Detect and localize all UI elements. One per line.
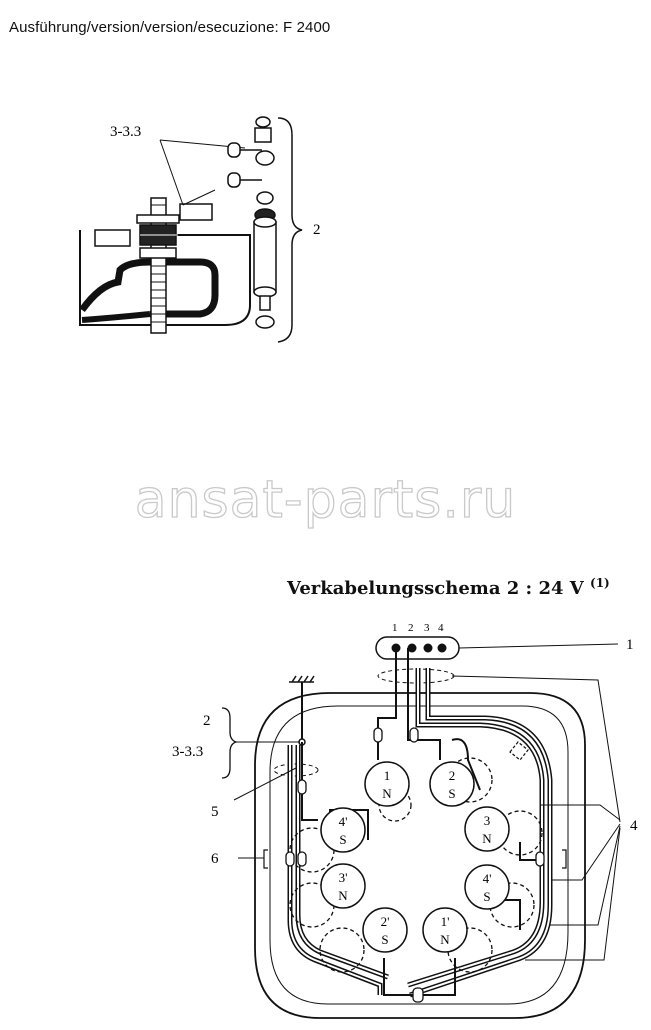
- mount-label-part: 3-3.3: [110, 124, 141, 140]
- pole-4-id: 4': [483, 871, 492, 886]
- callout-1: 1: [626, 637, 634, 653]
- callout-6: 6: [211, 851, 219, 867]
- wiring-title-text: Verkabelungsschema 2 : 24 V: [287, 578, 584, 599]
- callout-2: 2: [203, 713, 211, 729]
- terminal-4: 4: [438, 622, 444, 634]
- mount-label-group: 2: [313, 222, 321, 238]
- pole-4p-id: 4': [339, 814, 348, 829]
- pole-1-id: 1: [384, 768, 391, 783]
- pole-2p-pol: S: [381, 932, 388, 947]
- field-poles: [320, 761, 510, 953]
- pole-3-pol: N: [482, 831, 492, 846]
- watermark: ansat-parts.ru: [134, 469, 517, 530]
- callout-3-3-3: 3-3.3: [172, 744, 203, 760]
- wiring-schema: [221, 636, 621, 1019]
- edition-header: Ausführung/version/version/esecuzione: F…: [9, 19, 331, 36]
- pole-4-pol: S: [483, 889, 490, 904]
- pole-3p-pol: N: [338, 888, 348, 903]
- pole-3-id: 3: [484, 813, 491, 828]
- wiring-title-note: (1): [590, 576, 610, 590]
- terminal-3: 3: [424, 622, 430, 634]
- callout-5: 5: [211, 804, 219, 820]
- pole-2-id: 2: [449, 768, 456, 783]
- wiring-title: Verkabelungsschema 2 : 24 V (1): [287, 576, 610, 599]
- pole-1-pol: N: [382, 786, 392, 801]
- pole-2-pol: S: [448, 786, 455, 801]
- callout-4: 4: [630, 818, 638, 834]
- terminal-block: 1 2 3 4: [391, 622, 447, 653]
- mount-detail: [79, 116, 303, 343]
- terminal-1: 1: [392, 622, 398, 634]
- terminal-2: 2: [408, 622, 414, 634]
- pole-4p-pol: S: [339, 832, 346, 847]
- pole-3p-id: 3': [339, 870, 348, 885]
- pole-2p-id: 2': [381, 914, 390, 929]
- pole-labels: 1 N 2 S 3 N 4' S 1' N 2' S 3' N 4' S: [338, 768, 492, 947]
- schema-callouts: 1 2 3-3.3 4 5 6: [172, 637, 638, 867]
- pole-1p-id: 1': [441, 914, 450, 929]
- pole-1p-pol: N: [440, 932, 450, 947]
